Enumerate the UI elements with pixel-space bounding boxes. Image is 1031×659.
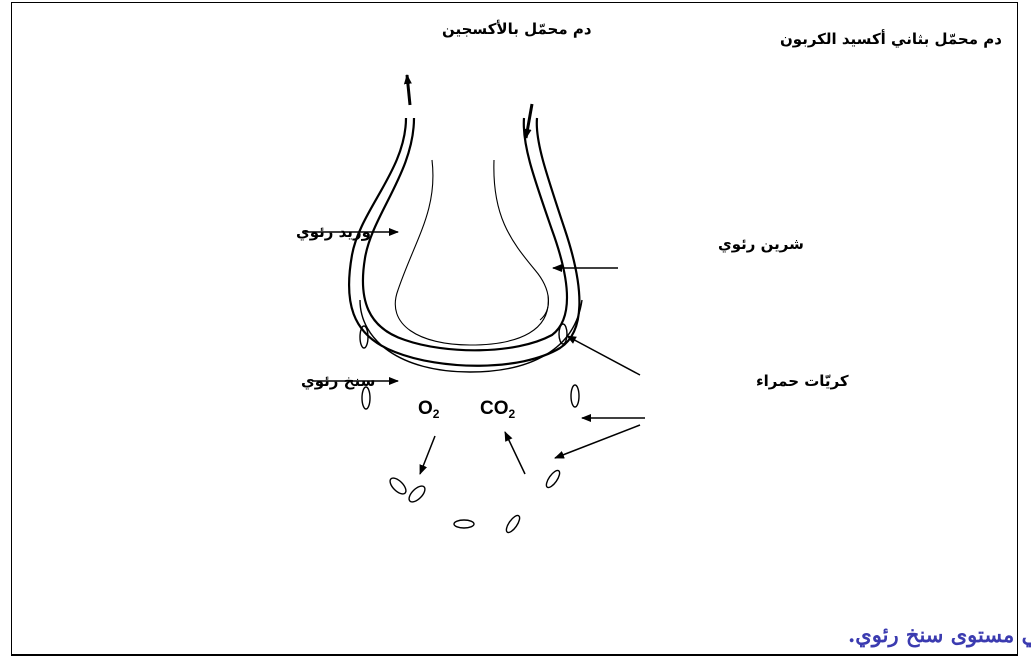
red-cell bbox=[454, 520, 474, 528]
red-cell bbox=[504, 514, 522, 535]
red-cell bbox=[362, 387, 370, 409]
label-alveolus: سنخ رئوي bbox=[301, 372, 375, 391]
o2-label: O2 bbox=[418, 398, 440, 421]
alveolus-inner-right bbox=[494, 160, 549, 320]
label-blood-co2: دم محمّل بثاني أكسيد الكربون bbox=[780, 29, 1002, 48]
red-cell bbox=[544, 469, 562, 490]
label-blood-oxygen: دم محمّل بالأكسجين bbox=[442, 20, 592, 38]
alveolus-inner-left bbox=[395, 160, 548, 345]
oxygen-blood-arrow bbox=[407, 75, 410, 105]
label-red-cells: كريّات حمراء bbox=[756, 372, 849, 390]
red-cell bbox=[360, 326, 368, 348]
label-pulmonary-vein: وريد رئوي bbox=[296, 223, 371, 242]
co2-label: CO2 bbox=[480, 398, 516, 421]
o2-diffusion-arrow bbox=[420, 436, 435, 474]
label-pulmonary-artery: شرين رئوي bbox=[718, 235, 804, 254]
red-cell-pointer-arrow-3 bbox=[555, 425, 640, 458]
frame-bottom-border bbox=[11, 654, 1018, 656]
figure-caption: رسم توضيحي للتبادلات الغازيّة في مستوى س… bbox=[848, 622, 1031, 648]
red-cell bbox=[406, 483, 427, 504]
co2-blood-arrow bbox=[526, 104, 532, 138]
capillary-inner-wall bbox=[363, 118, 567, 350]
red-cell bbox=[571, 385, 579, 407]
red-cell-pointer-arrow-1 bbox=[567, 336, 640, 375]
red-cell bbox=[387, 475, 408, 496]
co2-diffusion-arrow bbox=[505, 432, 525, 474]
